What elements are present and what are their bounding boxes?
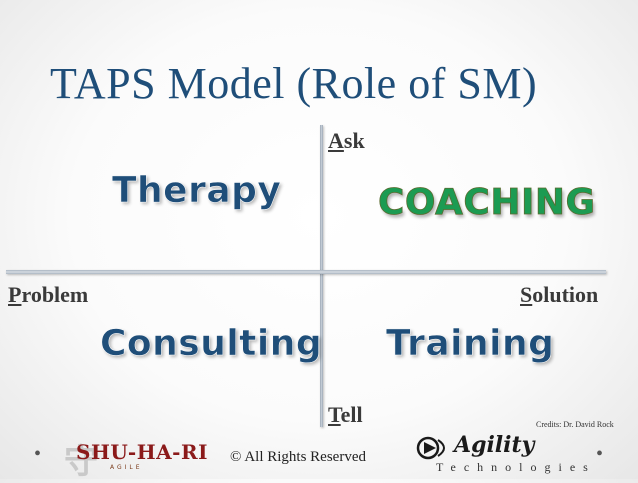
agility-logo-text: Agility <box>454 432 535 458</box>
axis-label-solution-rest: olution <box>532 282 599 307</box>
shuhari-logo-subtext: AGILE <box>110 464 143 471</box>
footer-bullet-left: • <box>34 443 42 465</box>
axis-label-problem-rest: roblem <box>21 282 89 307</box>
axis-label-ask: Ask <box>328 128 365 154</box>
axis-label-tell-initial: T <box>328 402 341 427</box>
axis-label-solution-initial: S <box>520 282 533 307</box>
axis-label-ask-initial: A <box>328 128 344 153</box>
footer-bullet-right: • <box>596 443 604 465</box>
axis-label-problem: Problem <box>8 282 88 308</box>
quadrant-therapy: Therapy <box>112 170 282 212</box>
axis-label-solution: Solution <box>520 282 598 308</box>
axis-label-problem-initial: P <box>8 282 22 307</box>
shuhari-logo-text: SHU-HA-RI <box>76 440 208 464</box>
quadrant-consulting: Consulting <box>100 323 323 365</box>
shuhari-kanji-glyph: 守 <box>64 442 98 482</box>
copyright-text: © All Rights Reserved <box>230 449 366 465</box>
horizontal-axis <box>6 270 606 274</box>
agility-logo: Agility Technologies <box>416 432 588 478</box>
quadrant-coaching: COACHING <box>378 182 596 224</box>
axis-label-tell: Tell <box>328 402 363 428</box>
axis-label-tell-rest: ell <box>340 402 363 427</box>
vertical-axis <box>320 125 323 427</box>
credits-text: Credits: Dr. David Rock <box>536 420 614 429</box>
agility-logo-subtext: Technologies <box>436 460 596 474</box>
agility-logo-icon <box>416 436 445 460</box>
slide-title: TAPS Model (Role of SM) <box>50 59 538 108</box>
quadrant-training: Training <box>386 323 555 365</box>
shuhari-logo: 守 SHU-HA-RI AGILE <box>58 436 208 482</box>
axis-label-ask-rest: sk <box>343 128 365 153</box>
